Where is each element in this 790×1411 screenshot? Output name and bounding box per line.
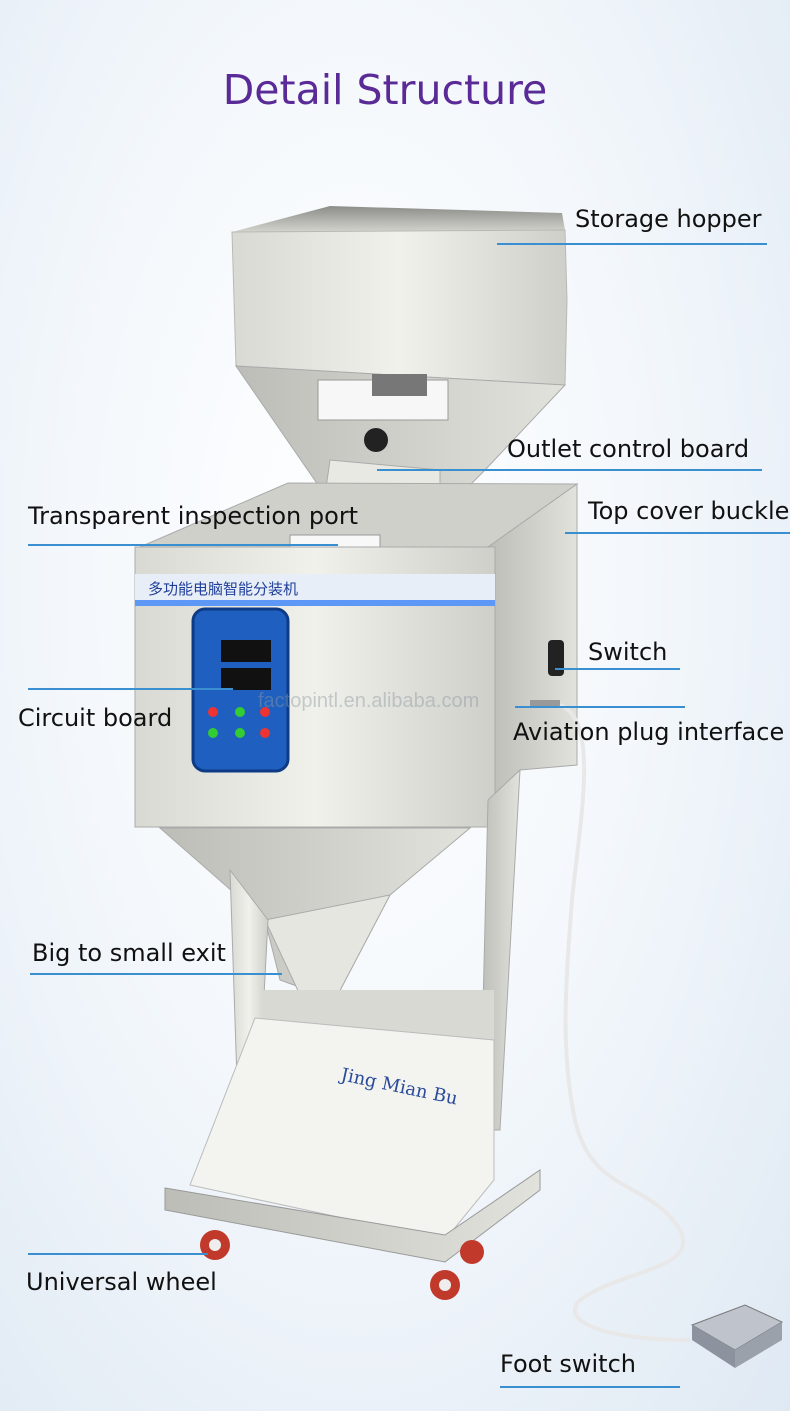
- label-top-cover-buckle: Top cover buckle: [588, 497, 790, 525]
- label-outlet-control-board: Outlet control board: [507, 435, 750, 463]
- leader-big-to-small-exit: [30, 973, 282, 975]
- label-circuit-board: Circuit board: [18, 704, 173, 732]
- foot-switch-cable: [559, 703, 691, 1342]
- foot-switch: [690, 1304, 784, 1368]
- leader-transparent-inspection-port: [28, 544, 338, 546]
- storage-hopper: [231, 206, 568, 516]
- leader-aviation-plug-interface: [515, 706, 685, 708]
- leader-switch: [555, 668, 680, 670]
- label-big-to-small-exit: Big to small exit: [32, 939, 226, 967]
- control-panel: [191, 607, 290, 773]
- page-title: Detail Structure: [222, 66, 548, 114]
- label-foot-switch: Foot switch: [500, 1350, 636, 1378]
- label-switch: Switch: [588, 638, 668, 666]
- main-body: 多功能电脑智能分装机: [134, 482, 579, 828]
- label-aviation-plug-interface: Aviation plug interface: [513, 718, 785, 746]
- aviation-plug: [530, 700, 560, 706]
- leader-circuit-board: [28, 688, 233, 690]
- leader-universal-wheel: [28, 1253, 208, 1255]
- watermark: factopintl.en.alibaba.com: [258, 690, 480, 712]
- discharge-funnel: [158, 827, 472, 1001]
- universal-wheels: [200, 1230, 484, 1300]
- leader-storage-hopper: [497, 243, 767, 245]
- label-transparent-inspection-port: Transparent inspection port: [28, 502, 359, 530]
- front-banner-text: 多功能电脑智能分装机: [148, 580, 298, 598]
- label-storage-hopper: Storage hopper: [575, 205, 762, 233]
- side-switch: [548, 640, 564, 676]
- leader-top-cover-buckle: [565, 532, 790, 534]
- base-tray: Jing Mian Bu: [164, 1017, 541, 1263]
- leader-outlet-control-board: [377, 469, 762, 471]
- label-universal-wheel: Universal wheel: [26, 1268, 217, 1296]
- leader-foot-switch: [500, 1386, 680, 1388]
